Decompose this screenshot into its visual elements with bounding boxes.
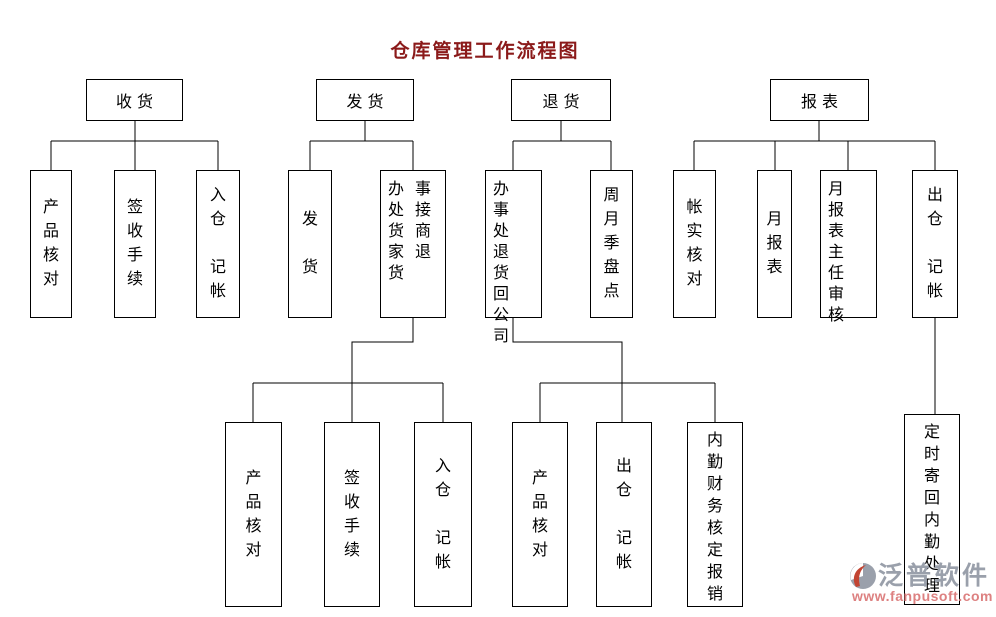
receiving-header: 收货	[86, 79, 183, 121]
reports-out-ledger: 出 仓 记 帐	[912, 170, 958, 318]
watermark: 泛普软件 www.fanpusoft.com	[848, 560, 996, 604]
returns-sub-out-ledger: 出 仓 记 帐	[596, 422, 652, 607]
receiving-entry-ledger: 入 仓 记 帐	[196, 170, 240, 318]
fanpu-logo-icon	[850, 563, 876, 589]
reports-monthly-report: 月 报 表	[757, 170, 792, 318]
reports-ledger-verify: 帐 实 核 对	[673, 170, 716, 318]
returns-header: 退货	[511, 79, 611, 121]
shipping-sub-product-check: 产 品 核 对	[225, 422, 282, 607]
shipping-header: 发货	[316, 79, 414, 121]
returns-periodic-stocktake: 周 月 季 盘 点	[590, 170, 633, 318]
shipping-sub-sign-procedure: 签 收 手 续	[324, 422, 380, 607]
watermark-brand-row: 泛普软件	[848, 560, 996, 592]
returns-office-return-company: 办事 处退 货回 公司	[485, 170, 542, 345]
shipping-sub-entry-ledger: 入 仓 记 帐	[414, 422, 472, 607]
returns-sub-product-check: 产 品 核 对	[512, 422, 568, 607]
reports-sub-mail-back-office: 定 时 寄 回 内 勤 处 理	[904, 414, 960, 605]
reports-director-review: 月报 表主 任审 核	[820, 170, 877, 324]
shipping-dispatch: 发 货	[288, 170, 332, 318]
watermark-url: www.fanpusoft.com	[852, 588, 993, 604]
receiving-product-check: 产 品 核 对	[30, 170, 72, 318]
diagram-title: 仓库管理工作流程图	[390, 41, 580, 62]
returns-sub-finance-approval: 内 勤 财 务 核 定 报 销	[687, 422, 743, 607]
watermark-brand: 泛普软件	[878, 562, 991, 590]
reports-header: 报表	[770, 79, 869, 121]
shipping-office-merchant-returns: 办事 处接 货商 家退 货	[380, 170, 446, 318]
receiving-sign-procedure: 签 收 手 续	[114, 170, 156, 318]
